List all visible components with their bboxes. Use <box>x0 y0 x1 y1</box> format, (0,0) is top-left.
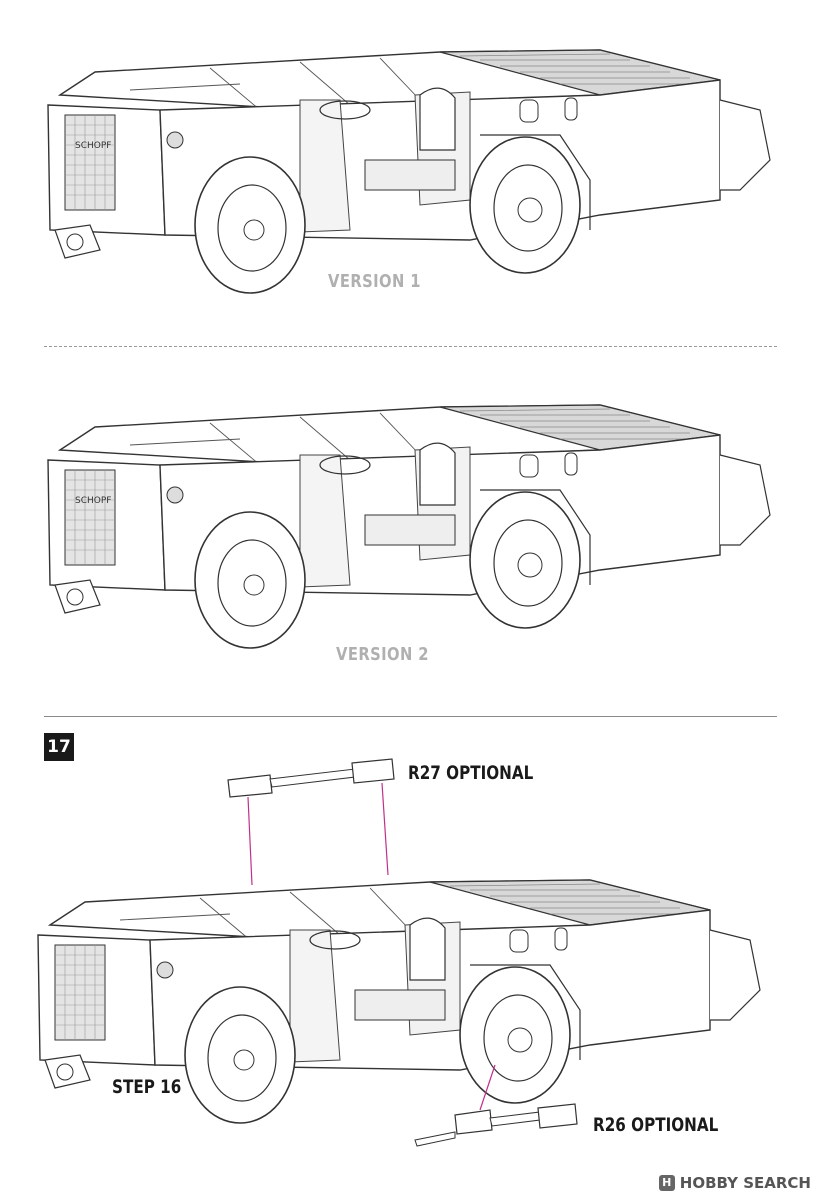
section-divider-solid <box>44 716 777 717</box>
part-r27-label: R27 OPTIONAL <box>408 762 534 784</box>
guide-line <box>479 1064 496 1111</box>
brand-plate: SCHOPF <box>75 496 111 506</box>
version-1-label: VERSION 1 <box>328 271 421 292</box>
version-2-label: VERSION 2 <box>336 644 429 665</box>
step-number-badge: 17 <box>44 733 74 761</box>
part-r27-drawing <box>227 758 395 886</box>
watermark: H HOBBY SEARCH <box>658 1174 811 1192</box>
hobby-search-logo-icon: H <box>658 1175 675 1191</box>
previous-step-label: STEP 16 <box>112 1076 182 1098</box>
truck-illustration-version-1: SCHOPF <box>47 49 771 294</box>
part-r26-drawing <box>414 1064 578 1147</box>
guide-line <box>247 796 253 886</box>
brand-plate: SCHOPF <box>75 141 111 151</box>
guide-line <box>381 782 389 876</box>
part-r26-label: R26 OPTIONAL <box>593 1114 719 1136</box>
watermark-text: HOBBY SEARCH <box>679 1174 811 1192</box>
section-divider-dotted <box>44 346 777 347</box>
truck-illustration-version-2: SCHOPF <box>47 404 771 649</box>
